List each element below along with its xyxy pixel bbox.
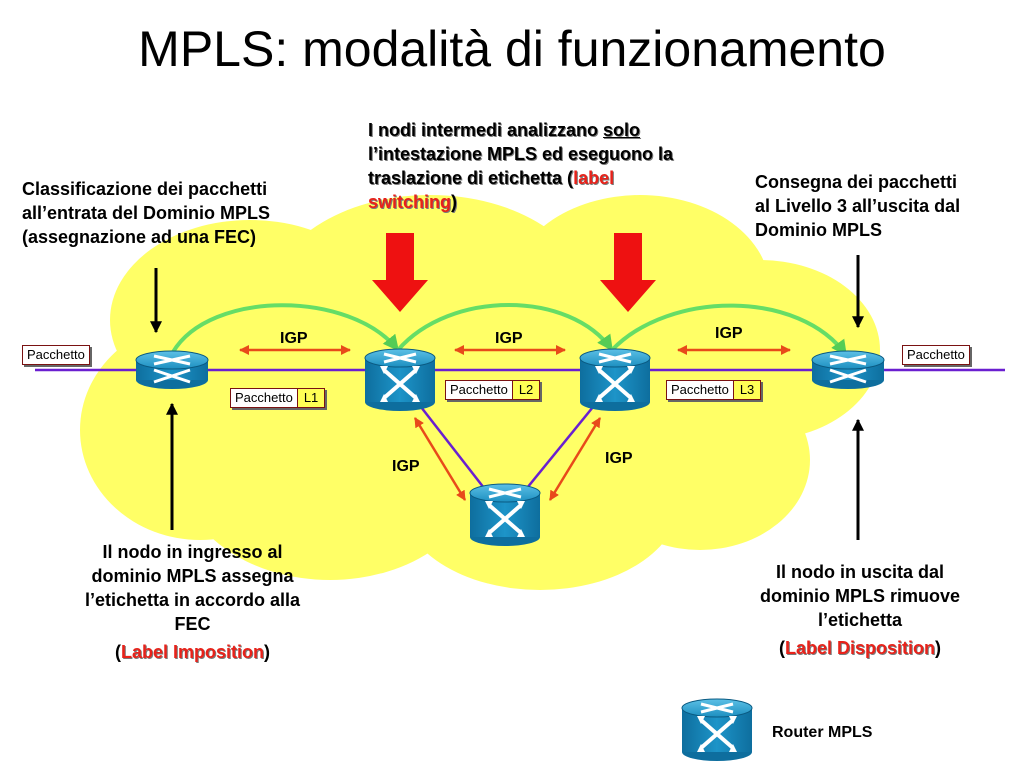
legend-router-icon: [680, 697, 754, 763]
legend-label: Router MPLS: [772, 724, 873, 741]
ingress-open-paren: (: [114, 642, 121, 662]
label-imposition-term: Label Imposition: [120, 642, 264, 662]
egress-close-paren: ): [935, 638, 941, 658]
intermediate-close: ): [451, 192, 458, 212]
egress-router-icon: [810, 349, 886, 391]
igp-label: IGP: [715, 325, 743, 342]
delivery-note: Consegna dei pacchetti al Livello 3 all’…: [755, 170, 1020, 242]
pointer-arrows: [150, 255, 864, 540]
delivery-line: Consegna dei pacchetti: [755, 172, 958, 192]
page-title: MPLS: modalità di funzionamento: [138, 21, 886, 77]
igp-arrows: [239, 345, 791, 501]
lsr-router-2-icon: [578, 347, 652, 413]
ingress-close-paren: ): [264, 642, 270, 662]
igp-label: IGP: [495, 330, 523, 347]
labeled-packet-l1: Pacchetto L1: [230, 388, 326, 408]
ingress-router-icon: [134, 349, 210, 391]
mpls-label: L3: [732, 381, 761, 399]
igp-label: IGP: [392, 458, 420, 475]
ingress-line: dominio MPLS assegna: [91, 566, 294, 586]
egress-open-paren: (: [778, 638, 785, 658]
egress-note: Il nodo in uscita dal dominio MPLS rimuo…: [715, 560, 1005, 660]
mpls-domain-cloud: [80, 195, 880, 590]
classification-line: (assegnazione ad una FEC): [22, 227, 257, 247]
egress-line: Il nodo in uscita dal: [775, 562, 944, 582]
lsr-router-3-icon: [468, 482, 542, 548]
packet-payload: Pacchetto: [446, 381, 512, 399]
label-disposition-term: Label Disposition: [784, 638, 935, 658]
label-switching-term: label: [573, 168, 615, 188]
lsp-arcs: [171, 303, 848, 357]
ingress-line: Il nodo in ingresso al: [102, 542, 283, 562]
classification-line: all’entrata del Dominio MPLS: [22, 203, 271, 223]
ingress-line: FEC: [174, 614, 211, 634]
outgoing-packet: Pacchetto: [902, 345, 970, 365]
intermediate-line1: I nodi intermedi analizzano: [368, 120, 604, 140]
egress-line: dominio MPLS rimuove: [759, 586, 960, 606]
intermediate-line3: traslazione di etichetta (: [368, 168, 574, 188]
lsr-router-1-icon: [363, 347, 437, 413]
mpls-label: L2: [511, 381, 540, 399]
mpls-label: L1: [296, 389, 325, 407]
label-switching-term-2: switching: [368, 192, 452, 212]
delivery-line: Dominio MPLS: [755, 220, 882, 240]
classification-note: Classificazione dei pacchetti all’entrat…: [22, 177, 352, 249]
ingress-line: l’etichetta in accordo alla: [84, 590, 301, 610]
ingress-note: Il nodo in ingresso al dominio MPLS asse…: [40, 540, 345, 664]
classification-line: Classificazione dei pacchetti: [22, 179, 268, 199]
incoming-packet: Pacchetto: [22, 345, 90, 365]
egress-line: l’etichetta: [817, 610, 903, 630]
intermediate-line2: l’intestazione MPLS ed eseguono la: [368, 144, 674, 164]
igp-label: IGP: [605, 450, 633, 467]
intermediate-underlined-word: solo: [603, 120, 641, 140]
label-switching-arrows: [372, 233, 656, 312]
intermediate-note: I nodi intermedi analizzano solo l’intes…: [368, 118, 768, 214]
labeled-packet-l2: Pacchetto L2: [445, 380, 541, 400]
delivery-line: al Livello 3 all’uscita dal: [755, 196, 961, 216]
igp-label: IGP: [280, 330, 308, 347]
packet-payload: Pacchetto: [231, 389, 297, 407]
packet-payload: Pacchetto: [667, 381, 733, 399]
labeled-packet-l3: Pacchetto L3: [666, 380, 762, 400]
